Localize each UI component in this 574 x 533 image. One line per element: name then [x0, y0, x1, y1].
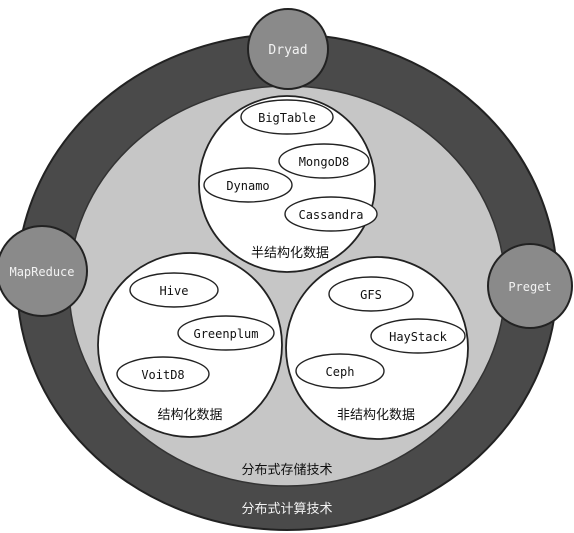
satellite-left: MapReduce: [0, 225, 88, 317]
unstructured-group: GFS HayStack Ceph 非结构化数据: [285, 256, 469, 440]
item-hive: Hive: [160, 284, 189, 298]
item-bigtable: BigTable: [258, 111, 316, 125]
unstructured-title: 非结构化数据: [337, 408, 415, 423]
item-dynamo: Dynamo: [226, 179, 269, 193]
satellite-top-label: Dryad: [268, 43, 307, 58]
item-mongod8: MongoD8: [299, 155, 350, 169]
semi-structured-group: BigTable MongoD8 Dynamo Cassandra 半结构化数据: [198, 95, 378, 273]
item-voitd8: VoitD8: [141, 368, 184, 382]
structured-title: 结构化数据: [157, 408, 222, 423]
item-gfs: GFS: [360, 288, 382, 302]
storage-label: 分布式存储技术: [241, 463, 332, 478]
satellite-top: Dryad: [247, 8, 329, 90]
satellite-right: Preget: [487, 243, 573, 329]
satellite-right-label: Preget: [508, 280, 551, 294]
semi-structured-title: 半结构化数据: [251, 246, 329, 261]
item-haystack: HayStack: [389, 330, 448, 344]
satellite-left-label: MapReduce: [9, 265, 74, 279]
item-cassandra: Cassandra: [298, 208, 363, 222]
structured-group: Hive Greenplum VoitD8 结构化数据: [97, 252, 283, 438]
item-greenplum: Greenplum: [193, 327, 258, 341]
item-ceph: Ceph: [326, 365, 355, 379]
computing-label: 分布式计算技术: [241, 502, 332, 517]
